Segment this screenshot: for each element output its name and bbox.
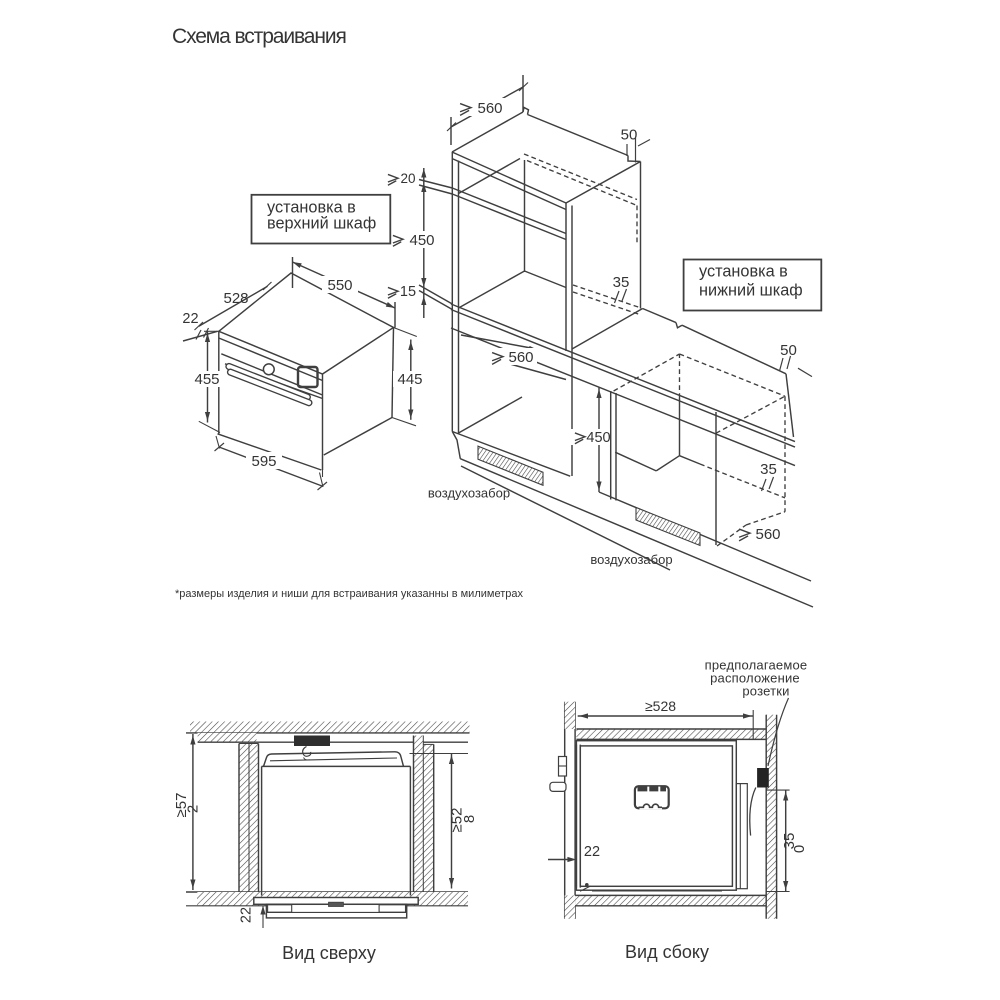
svg-text:22: 22 xyxy=(239,907,255,923)
svg-text:воздухозабор: воздухозабор xyxy=(590,552,672,567)
svg-text:50: 50 xyxy=(621,127,638,144)
svg-text:установка в: установка в xyxy=(267,199,356,217)
svg-text:560: 560 xyxy=(508,349,533,366)
svg-text:≥528: ≥528 xyxy=(645,698,676,714)
svg-text:528: 528 xyxy=(223,290,248,307)
svg-text:560: 560 xyxy=(755,526,780,543)
svg-text:2: 2 xyxy=(185,805,202,813)
svg-text:0: 0 xyxy=(791,845,808,853)
svg-text:450: 450 xyxy=(586,430,610,446)
svg-text:≥52: ≥52 xyxy=(449,808,466,833)
svg-text:22: 22 xyxy=(584,844,600,860)
svg-text:≥57: ≥57 xyxy=(173,793,190,818)
svg-text:*размеры изделия и ниши для вс: *размеры изделия и ниши для встраивания … xyxy=(175,588,523,600)
svg-text:20: 20 xyxy=(400,171,415,186)
svg-text:нижний шкаф: нижний шкаф xyxy=(699,282,803,300)
svg-text:22: 22 xyxy=(182,311,198,327)
svg-text:595: 595 xyxy=(251,453,276,470)
svg-text:воздухозабор: воздухозабор xyxy=(428,486,510,501)
svg-text:розетки: розетки xyxy=(742,684,789,699)
svg-text:35: 35 xyxy=(613,274,630,291)
svg-text:50: 50 xyxy=(780,342,797,359)
svg-text:Вид сверху: Вид сверху xyxy=(282,943,376,963)
svg-text:560: 560 xyxy=(477,100,502,117)
svg-text:15: 15 xyxy=(400,284,416,300)
svg-text:предполагаемое: предполагаемое xyxy=(705,658,808,673)
svg-text:8: 8 xyxy=(461,815,478,823)
svg-text:расположение: расположение xyxy=(710,671,800,686)
svg-text:установка в: установка в xyxy=(699,263,788,281)
svg-text:верхний шкаф: верхний шкаф xyxy=(267,215,376,233)
svg-text:35: 35 xyxy=(760,461,777,478)
svg-text:445: 445 xyxy=(397,371,422,388)
svg-text:Схема встраивания: Схема встраивания xyxy=(172,25,346,48)
svg-text:455: 455 xyxy=(194,371,219,388)
svg-text:35: 35 xyxy=(781,833,798,850)
svg-text:450: 450 xyxy=(409,232,434,249)
svg-text:Вид сбоку: Вид сбоку xyxy=(625,942,709,962)
svg-text:550: 550 xyxy=(327,277,352,294)
